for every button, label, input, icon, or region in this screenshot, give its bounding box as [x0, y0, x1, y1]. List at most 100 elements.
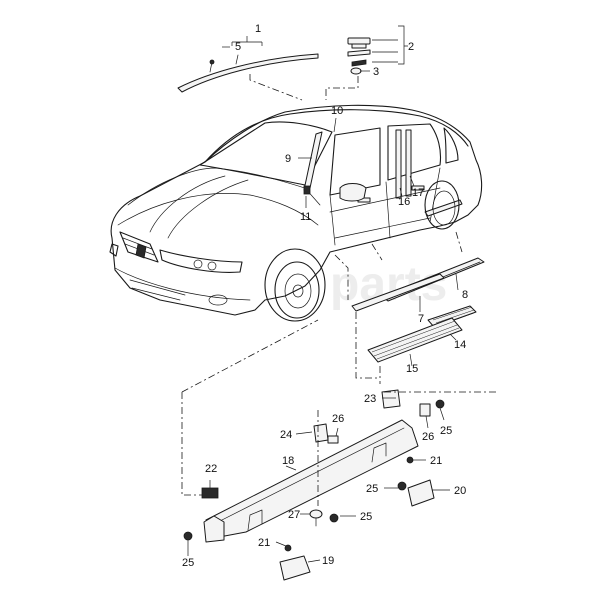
b-pillar-trim-front — [395, 129, 402, 199]
leader-16 — [399, 187, 403, 197]
callout-19: 19 — [322, 555, 334, 567]
front-tire — [274, 261, 320, 319]
roof-molding-strip — [177, 53, 319, 93]
callout-21-right: 21 — [430, 455, 442, 467]
rear-tire — [432, 190, 456, 226]
screw-25b — [329, 513, 339, 523]
dash-roof-right — [325, 76, 359, 100]
door-molding-on-car — [424, 199, 463, 217]
headlight-lens-2 — [207, 261, 217, 271]
sill-scuff-plate-15 — [367, 317, 463, 363]
front-door-window — [329, 127, 381, 196]
callout-26-b: 26 — [422, 431, 434, 443]
rear-door-handle — [411, 185, 425, 191]
skirt-18-notch-rear — [371, 442, 387, 463]
bumper-intake — [129, 279, 186, 301]
skirt-18-top-edge — [213, 427, 405, 525]
a-pillar-trim — [303, 131, 323, 191]
dash-sill-2 — [371, 243, 383, 261]
skirt-18-notch-front — [247, 509, 263, 531]
callout-1: 1 — [255, 23, 261, 35]
clip-26b — [419, 403, 431, 417]
leader-15 — [409, 353, 413, 367]
side-mirror — [339, 183, 367, 202]
car-illustration: parts — [109, 104, 483, 322]
bracket-23 — [381, 389, 401, 409]
roof-line — [204, 109, 469, 163]
leader-8 — [455, 273, 459, 291]
leader-18 — [285, 465, 297, 471]
rear-wheel-arch — [424, 180, 460, 230]
hood-line — [127, 167, 321, 206]
clip-22 — [201, 487, 219, 499]
dash-sill-3 — [455, 231, 463, 253]
clip-26a — [327, 435, 339, 444]
callout-3: 3 — [373, 66, 379, 78]
front-hub — [292, 284, 304, 298]
front-badge — [135, 243, 147, 259]
end-cap-19 — [279, 555, 311, 581]
door-waist-line — [329, 187, 441, 213]
side-skirt-18 — [205, 419, 419, 539]
clip-3 — [350, 67, 362, 75]
front-grille — [119, 231, 159, 263]
front-rim — [284, 273, 312, 309]
callout-25-b: 25 — [360, 511, 372, 523]
leader-25d — [439, 407, 445, 421]
callout-2: 2 — [408, 41, 414, 53]
roof-molding-group — [177, 25, 408, 101]
hood-stripe-left — [149, 175, 226, 233]
dash-skirt-2 — [181, 319, 319, 393]
front-wheel-arch — [264, 248, 326, 322]
rivet-27 — [309, 509, 323, 519]
callout-23: 23 — [364, 393, 376, 405]
callout-10: 10 — [331, 105, 343, 117]
end-cap-20 — [407, 479, 435, 507]
nut-21a — [284, 544, 292, 552]
sill-moldings-group — [334, 231, 485, 384]
end-cap-gasket — [347, 49, 371, 57]
side-skirt-group — [181, 319, 498, 581]
callout-9: 9 — [285, 153, 291, 165]
leader-17 — [409, 175, 415, 187]
callout-26-a: 26 — [332, 413, 344, 425]
skirt-front-end — [203, 515, 225, 543]
dash-skirt-1 — [181, 392, 202, 496]
bracket-2-ties — [372, 39, 398, 63]
front-bumper — [114, 267, 251, 301]
fog-light — [208, 294, 228, 306]
screw-25c — [397, 481, 407, 491]
callout-20: 20 — [454, 485, 466, 497]
callout-14: 14 — [454, 339, 466, 351]
clip-24 — [313, 423, 329, 443]
bracket-2 — [398, 25, 408, 65]
callout-15: 15 — [406, 363, 418, 375]
headlight-right — [159, 249, 243, 273]
upper-leaders — [298, 117, 415, 208]
dash-sill-1 — [334, 254, 349, 300]
hood-crease — [117, 193, 319, 226]
callout-24: 24 — [280, 429, 292, 441]
front-door-edge — [329, 194, 336, 246]
callout-7: 7 — [418, 313, 424, 325]
callout-labels: 1 2 3 5 7 8 9 10 11 14 15 16 17 18 19 20… — [182, 23, 468, 569]
callout-27: 27 — [288, 509, 300, 521]
bracket-1 — [231, 36, 263, 46]
roof-clip-5 — [209, 59, 215, 65]
leader-26a — [335, 427, 339, 437]
leader-26b — [425, 415, 429, 429]
dash-sill-4 — [355, 312, 378, 379]
scuff-plate-15-ribs — [371, 320, 460, 360]
door-seam — [385, 181, 391, 239]
screw-25d — [435, 399, 445, 409]
callout-25-c: 25 — [366, 483, 378, 495]
end-cap-base — [351, 43, 367, 49]
callout-21-left: 21 — [258, 537, 270, 549]
quarter-window — [443, 127, 459, 164]
leader-14 — [449, 333, 457, 341]
end-cap-seal — [351, 59, 367, 67]
callout-25-d: 25 — [440, 425, 452, 437]
leader-19 — [307, 559, 321, 563]
callout-5: 5 — [235, 41, 241, 53]
